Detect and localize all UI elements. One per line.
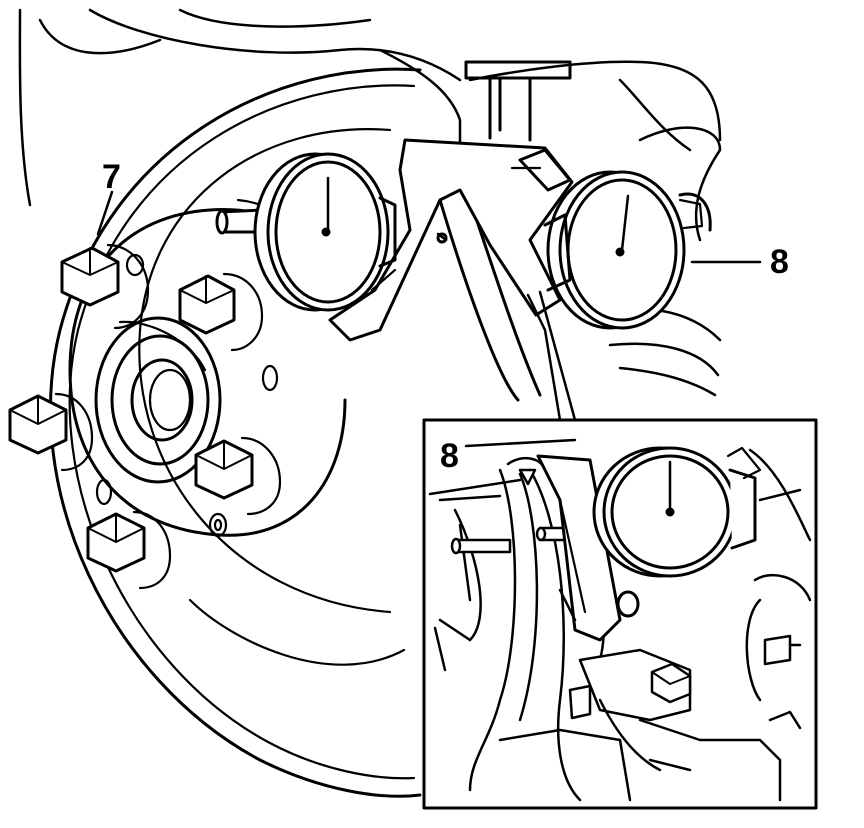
callout-label-8: 8: [770, 243, 789, 281]
detail-inset: 8: [422, 418, 818, 810]
wheel-bolt: [86, 510, 172, 590]
wheel-bolt: [8, 392, 94, 472]
wheel-bolt: [194, 436, 282, 516]
inset-gauge-bracket: [536, 454, 640, 642]
hub-center: [94, 316, 222, 484]
inset-pins: [450, 526, 572, 555]
flange-holes: [95, 253, 279, 538]
gauge-needle-right: [620, 194, 630, 252]
strut-shaft: [464, 60, 572, 142]
inset-caliper: [498, 448, 812, 802]
wheel-bolt: [60, 243, 150, 330]
leader-line-8-inset: [464, 438, 577, 448]
wheel-bolt: [178, 272, 264, 352]
callout-label-8-inset: 8: [440, 437, 459, 475]
inset-pointer: [526, 290, 577, 422]
inset-dial-gauge: [592, 446, 762, 578]
dial-gauge-left: [215, 152, 397, 312]
leader-line-7: [96, 190, 114, 236]
brake-disc: [49, 67, 422, 798]
callout-label-7: 7: [102, 158, 121, 196]
callout-7: 7: [96, 158, 121, 236]
callout-8: 8: [690, 243, 789, 281]
body-panel-lines: [18, 8, 722, 397]
dial-gauge-right: [543, 170, 686, 330]
